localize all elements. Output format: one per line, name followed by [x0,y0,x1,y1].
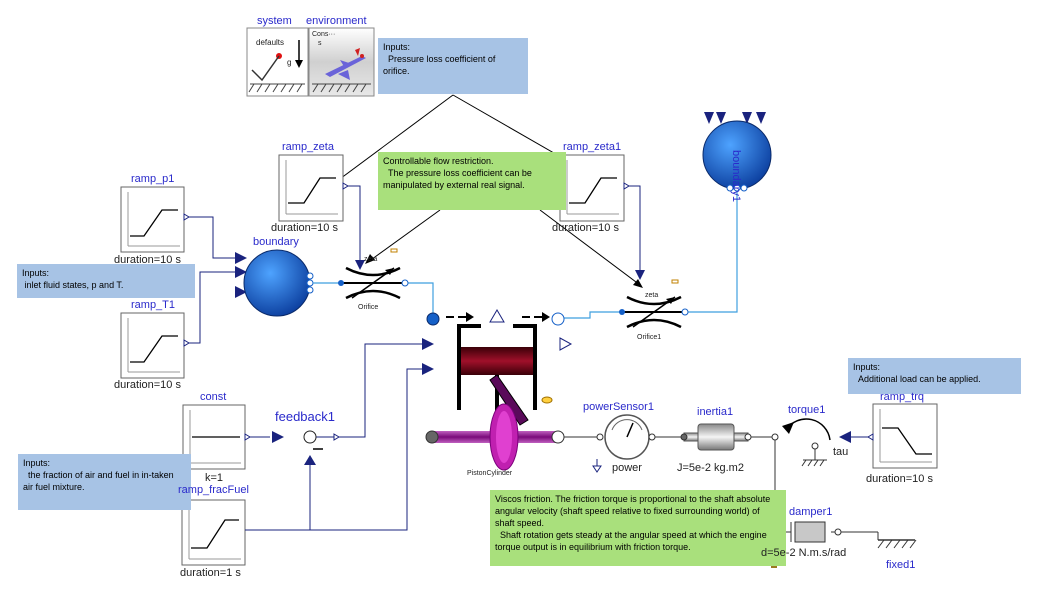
const-block[interactable] [182,404,251,470]
environment-block[interactable] [308,27,375,97]
zeta1-label: zeta [645,292,659,299]
orifice-label: Orifice [358,304,379,311]
flow-restriction-note: Controllable flow restriction. The press… [378,152,566,210]
ramp-t1-duration: duration=10 s [114,379,181,391]
inertia-icon[interactable] [680,423,752,451]
ramp-trq-label: ramp_trq [880,391,925,403]
airplane-icon [325,48,366,80]
ramp-fracfuel-label: ramp_fracFuel [178,484,249,496]
fixed-icon[interactable] [877,532,917,549]
ramp-fracfuel-duration: duration=1 s [180,567,241,579]
cons-label: Cons··· [312,31,336,38]
fluid-wires [313,191,738,319]
defaults-label: defaults [256,38,285,47]
power-sensor-icon[interactable] [592,414,656,473]
signal-arrowheads [235,252,851,465]
system-label: system [257,15,292,27]
torque-icon[interactable] [771,418,831,467]
tau-label: tau [833,446,849,458]
damper-d: d=5e-2 N.m.s/rad [761,547,847,559]
environment-label: environment [306,15,367,27]
fraction-inputs-note: Inputs: the fraction of air and fuel in … [18,454,191,510]
boundary-source[interactable] [243,249,314,317]
feedback1-label: feedback1 [275,409,335,424]
zeta-label: zeta [364,256,378,263]
ramp-zeta1-label: ramp_zeta1 [563,141,622,153]
power-sensor-label: powerSensor1 [583,401,654,413]
piston-cylinder-label: PistonCylinder [467,470,513,477]
signal-wires [189,185,868,531]
fixed-label: fixed1 [886,559,916,571]
ramp-p1-block[interactable] [120,186,190,253]
s-label: s [318,40,322,47]
friction-note: Viscos friction. The friction torque is … [490,490,786,566]
boundary1-sink[interactable] [702,112,772,192]
inlet-inputs-note: Inputs: inlet fluid states, p and T. [17,264,195,298]
load-inputs-note: Inputs: Additional load can be applied. [848,358,1021,394]
piston-cylinder-icon[interactable] [425,309,573,471]
power-label: power [612,462,642,474]
const-label: const [200,391,227,403]
orifice-inputs-note: Inputs: Pressure loss coefficient of ori… [378,38,528,94]
ramp-zeta-duration: duration=10 s [271,222,338,234]
feedback-icon[interactable] [303,430,340,450]
inertia-j: J=5e-2 kg.m2 [677,462,744,474]
orifice-icon[interactable] [338,248,409,300]
orifice1-label: Orifice1 [637,334,662,341]
torque-label: torque1 [788,404,826,416]
orifice1-icon[interactable] [619,279,689,329]
boundary1-label: boundary1 [730,150,742,202]
g-label: g [287,58,292,67]
ramp-trq-duration: duration=10 s [866,473,933,485]
inertia-label: inertia1 [697,406,734,418]
ramp-p1-duration: duration=10 s [114,254,181,266]
ramp-zeta-block[interactable] [278,154,349,222]
ramp-zeta1-block[interactable] [559,154,630,222]
ramp-zeta-label: ramp_zeta [282,141,334,153]
system-block[interactable] [246,27,309,97]
ramp-fracfuel-block[interactable] [181,499,246,566]
ramp-t1-label: ramp_T1 [131,299,176,311]
ramp-zeta1-duration: duration=10 s [552,222,619,234]
ramp-trq-block[interactable] [867,403,938,469]
damper-label: damper1 [789,506,833,518]
ramp-p1-label: ramp_p1 [131,173,175,185]
const-k: k=1 [205,472,224,484]
boundary-label: boundary [253,236,299,248]
ramp-t1-block[interactable] [120,312,190,379]
